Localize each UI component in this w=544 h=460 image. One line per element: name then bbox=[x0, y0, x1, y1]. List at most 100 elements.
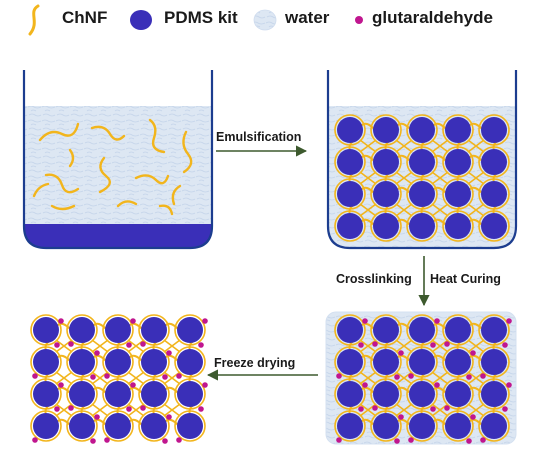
chnf-coating bbox=[442, 210, 474, 242]
pdms-droplet bbox=[481, 413, 507, 439]
pdms-droplet bbox=[177, 317, 203, 343]
glutaraldehyde-dot bbox=[506, 382, 512, 388]
glutaraldehyde-dot bbox=[104, 437, 110, 443]
chnf-coating bbox=[370, 346, 402, 378]
pdms-droplet bbox=[373, 349, 399, 375]
chnf-coating bbox=[102, 314, 134, 346]
chnf-coating bbox=[30, 410, 62, 442]
chnf-coating bbox=[442, 410, 474, 442]
chnf-coating bbox=[370, 410, 402, 442]
pdms-droplet bbox=[177, 381, 203, 407]
chnf-fiber bbox=[92, 322, 108, 331]
glutaraldehyde-dot bbox=[140, 405, 146, 411]
chnf-coating bbox=[30, 378, 62, 410]
pdms-droplet bbox=[69, 413, 95, 439]
pdms-droplet bbox=[445, 149, 471, 175]
glutaraldehyde-dot bbox=[480, 373, 486, 379]
water-icon bbox=[253, 9, 277, 31]
chnf-fiber bbox=[171, 184, 182, 206]
glutaraldehyde-dot bbox=[444, 341, 450, 347]
step-heat-curing-label: Heat Curing bbox=[430, 272, 501, 286]
chnf-fiber bbox=[395, 171, 413, 185]
freeze-dried-aerogel bbox=[30, 314, 208, 444]
glutaraldehyde-dot bbox=[362, 382, 368, 388]
chnf-coating bbox=[30, 346, 62, 378]
beaker-emulsion bbox=[326, 70, 518, 250]
legend-pdms-label: PDMS kit bbox=[164, 8, 238, 27]
pdms-droplet bbox=[409, 117, 435, 143]
chnf-coating bbox=[370, 146, 402, 178]
pdms-droplet bbox=[409, 413, 435, 439]
chnf-fiber bbox=[32, 182, 50, 198]
chnf-coating bbox=[478, 210, 510, 242]
chnf-coating bbox=[478, 178, 510, 210]
glutaraldehyde-dot bbox=[68, 341, 74, 347]
chnf-fiber bbox=[395, 203, 413, 217]
chnf-fiber bbox=[467, 139, 485, 153]
pdms-droplet bbox=[69, 317, 95, 343]
glutaraldehyde-dot bbox=[94, 414, 100, 420]
cured-hydrogel-block bbox=[325, 311, 517, 445]
pdms-droplet bbox=[33, 381, 59, 407]
pdms-droplet bbox=[373, 117, 399, 143]
chnf-coating bbox=[478, 114, 510, 146]
chnf-coating bbox=[30, 314, 62, 346]
glutaraldehyde-dot bbox=[394, 438, 400, 444]
beaker-outline bbox=[22, 70, 214, 250]
pdms-droplet bbox=[337, 413, 363, 439]
chnf-coating bbox=[66, 410, 98, 442]
glutaraldehyde-dot bbox=[58, 382, 64, 388]
chnf-fiber bbox=[182, 130, 193, 174]
dispersed-chnf-fibers bbox=[32, 118, 193, 216]
glutaraldehyde-dot bbox=[90, 438, 96, 444]
chnf-coating bbox=[138, 314, 170, 346]
pdms-droplet bbox=[337, 381, 363, 407]
pdms-droplet bbox=[481, 213, 507, 239]
pdms-droplet bbox=[481, 149, 507, 175]
pdms-droplet bbox=[141, 413, 167, 439]
chnf-coating bbox=[370, 210, 402, 242]
chnf-fiber bbox=[163, 339, 181, 353]
chnf-coating bbox=[138, 378, 170, 410]
glutaraldehyde-dot bbox=[68, 405, 74, 411]
glutaraldehyde-dot bbox=[202, 382, 208, 388]
chnf-fiber bbox=[395, 339, 413, 353]
chnf-fiber bbox=[359, 371, 377, 385]
glutaraldehyde-dot bbox=[90, 374, 96, 380]
chnf-coating bbox=[478, 346, 510, 378]
glutaraldehyde-dot bbox=[408, 437, 414, 443]
pdms-droplet bbox=[409, 149, 435, 175]
chnf-coating bbox=[406, 346, 438, 378]
chnf-coating bbox=[174, 346, 206, 378]
glutaraldehyde-dot bbox=[58, 318, 64, 324]
chnf-coating bbox=[442, 114, 474, 146]
glutaraldehyde-dot bbox=[198, 406, 204, 412]
chnf-fiber bbox=[164, 418, 180, 427]
chnf-fiber bbox=[395, 403, 413, 417]
chnf-coating bbox=[478, 146, 510, 178]
pdms-droplet bbox=[409, 381, 435, 407]
glutaraldehyde-dot bbox=[176, 373, 182, 379]
chnf-fiber bbox=[116, 200, 138, 208]
glutaraldehyde-dot bbox=[466, 374, 472, 380]
beaker-dispersion bbox=[22, 70, 214, 250]
pdms-droplet bbox=[69, 381, 95, 407]
chnf-coating bbox=[442, 146, 474, 178]
chnf-coating bbox=[138, 410, 170, 442]
cured-droplet-grid bbox=[334, 314, 512, 444]
chnf-fiber bbox=[431, 203, 449, 217]
chnf-fiber bbox=[164, 322, 180, 331]
chnf-fiber bbox=[127, 371, 145, 385]
chnf-fiber-icon bbox=[28, 4, 40, 36]
chnf-coating bbox=[66, 378, 98, 410]
glutaraldehyde-dot bbox=[394, 374, 400, 380]
chnf-coating bbox=[334, 410, 366, 442]
glutaraldehyde-dot bbox=[54, 342, 60, 348]
pdms-droplet bbox=[337, 149, 363, 175]
chnf-coating bbox=[442, 178, 474, 210]
pdms-droplet bbox=[141, 317, 167, 343]
chnf-fiber bbox=[359, 139, 377, 153]
glutaraldehyde-dot bbox=[470, 350, 476, 356]
step-emulsification-label: Emulsification bbox=[216, 130, 301, 144]
